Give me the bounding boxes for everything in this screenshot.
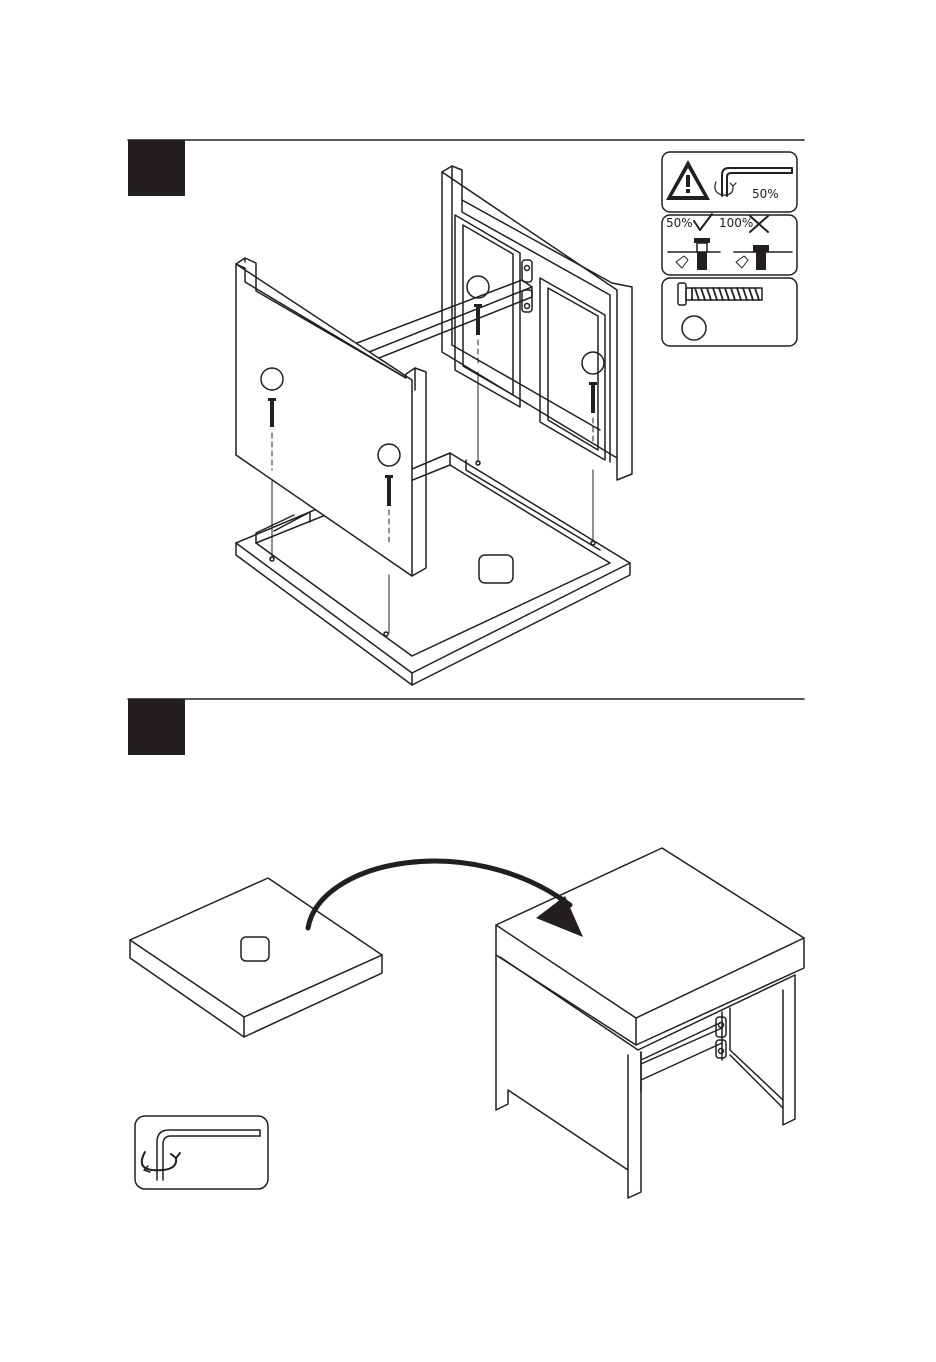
- part-label-top: [241, 937, 269, 961]
- bolt-icon: [678, 283, 762, 305]
- step-2-assembly-drawing: [130, 848, 804, 1198]
- bolt-over-tight: [734, 245, 792, 270]
- ok-percent: 50%: [666, 216, 693, 230]
- loose-top-panel: [130, 878, 382, 1037]
- hardware-callout: [682, 316, 706, 340]
- step-2-badge: [128, 699, 185, 755]
- step-1-badge: [128, 140, 185, 196]
- bad-percent: 100%: [719, 216, 753, 230]
- step-1-assembly-drawing: [236, 166, 632, 685]
- step-2-header: [128, 699, 804, 755]
- warning-triangle-icon: [666, 160, 710, 200]
- placement-arrow-icon: [308, 861, 583, 937]
- allen-key-icon: [142, 1130, 260, 1180]
- callout-back-right: [582, 352, 604, 374]
- back-side-frame: [442, 166, 632, 480]
- torque-panel: 50% 50% 100%: [662, 152, 797, 346]
- check-icon: [694, 214, 712, 230]
- allen-key-tool-box: [135, 1116, 268, 1189]
- part-label-base: [479, 555, 513, 583]
- bolt-half-tight: [668, 238, 720, 270]
- callout-back-left: [467, 276, 489, 298]
- assembled-table: [496, 848, 804, 1198]
- stretcher-rail: [344, 260, 532, 368]
- warning-percent: 50%: [752, 187, 779, 201]
